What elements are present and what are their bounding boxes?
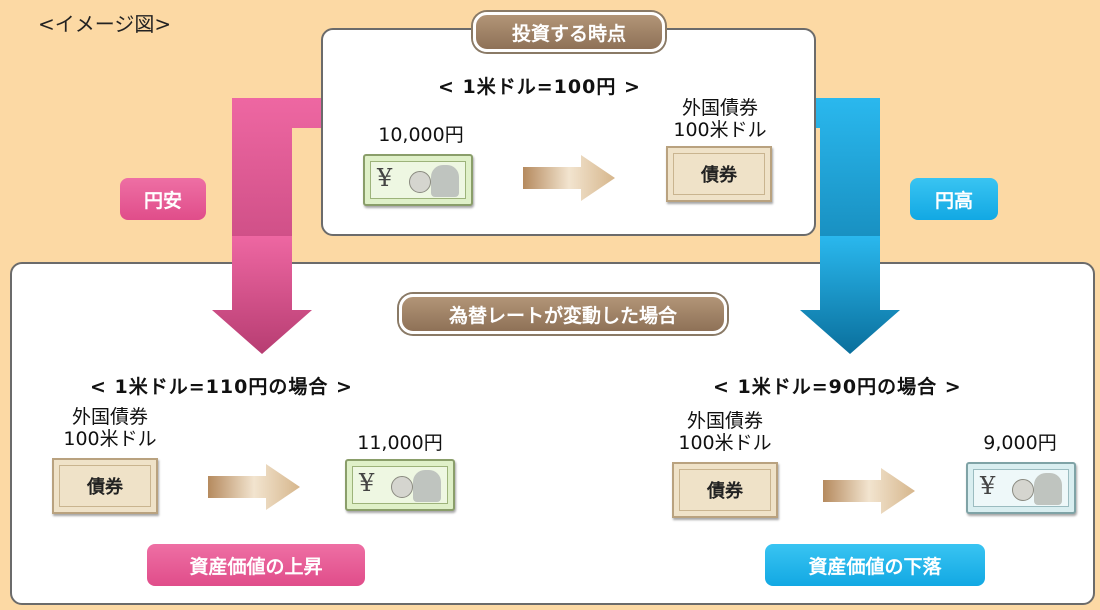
bond-label: 債券 [679,469,771,511]
weak-yen-amount: 11,000円 [357,432,443,454]
initial-bond-description: 外国債券 100米ドル [655,97,785,141]
asset-value-decrease-tag: 資産価値の下落 [765,544,985,586]
yen-depreciation-tag: 円安 [120,178,206,220]
yen-symbol: ¥ [980,472,996,500]
asset-value-increase-tag: 資産価値の上昇 [147,544,365,586]
image-caption: <イメージ図> [38,12,172,36]
bond-amount: 100米ドル [678,432,772,454]
bond-certificate-icon: 債券 [666,146,772,202]
bond-type: 外国債券 [681,97,758,119]
yen-appreciation-tag: 円高 [910,178,998,220]
bond-amount: 100米ドル [673,119,767,141]
strong-yen-rate: < 1米ドル=90円の場合 > [713,376,962,398]
exchange-flow-arrow [823,468,915,514]
rate-change-label: 為替レートが変動した場合 [399,294,727,334]
weak-yen-bond-description: 外国債券 100米ドル [45,406,175,450]
bond-type: 外国債券 [71,406,148,428]
bond-amount: 100米ドル [63,428,157,450]
yen-banknote-icon: ¥ [966,462,1076,514]
bond-certificate-icon: 債券 [52,458,158,514]
initial-rate: < 1米ドル=100円 > [438,76,641,98]
bond-label: 債券 [673,153,765,195]
yen-banknote-icon: ¥ [363,154,473,206]
bond-type: 外国債券 [686,410,763,432]
initial-yen-amount: 10,000円 [378,124,464,146]
bond-certificate-icon: 債券 [672,462,778,518]
yen-banknote-icon: ¥ [345,459,455,511]
exchange-flow-arrow [523,155,615,201]
yen-symbol: ¥ [359,469,375,497]
strong-yen-bond-description: 外国債券 100米ドル [660,410,790,454]
yen-symbol: ¥ [377,164,393,192]
weak-yen-rate: < 1米ドル=110円の場合 > [90,376,353,398]
bond-label: 債券 [59,465,151,507]
strong-yen-amount: 9,000円 [983,432,1057,454]
exchange-flow-arrow [208,464,300,510]
investment-time-label: 投資する時点 [473,12,665,52]
